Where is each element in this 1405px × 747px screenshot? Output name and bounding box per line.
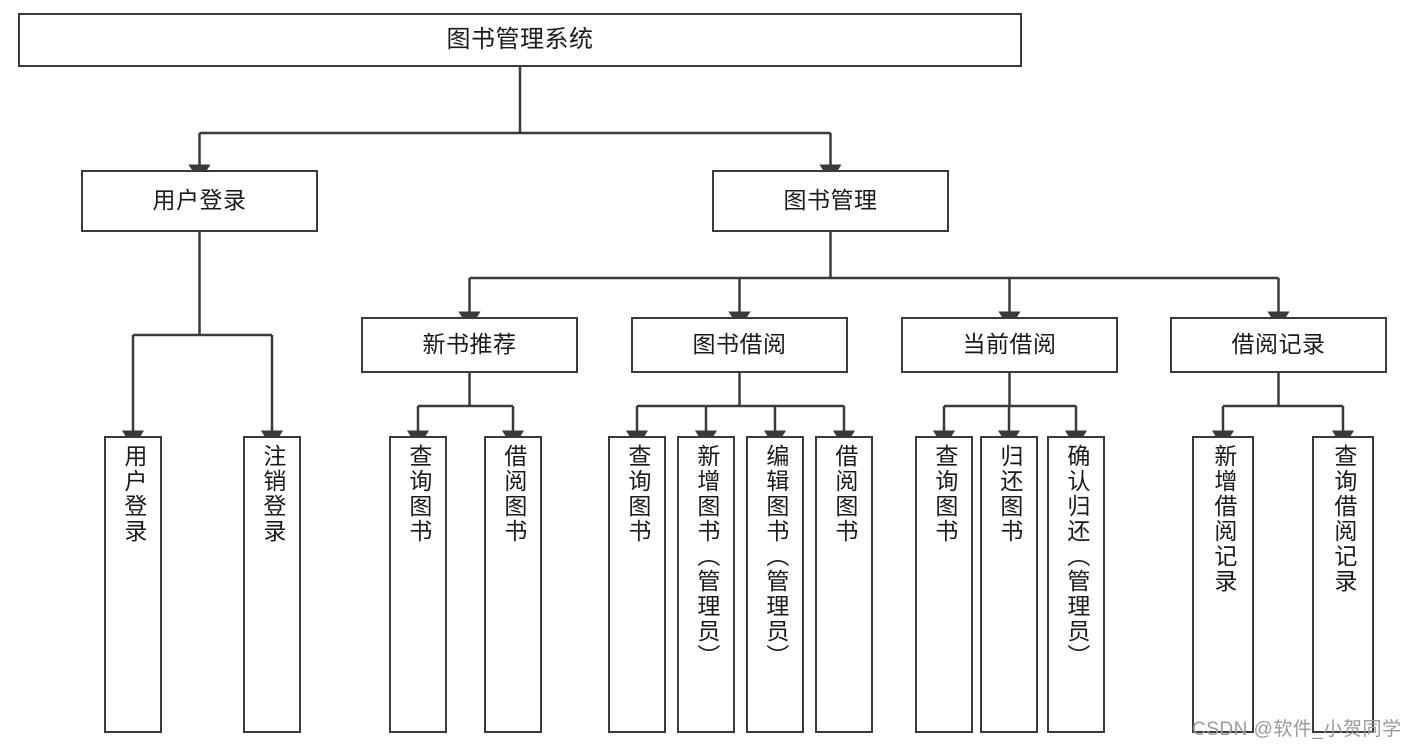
node-root[interactable]: 图书管理系统 bbox=[18, 13, 1022, 67]
node-leaf-confirm-return[interactable]: 确认归还（管理员） bbox=[1047, 436, 1105, 733]
node-label: 图书管理系统 bbox=[446, 25, 594, 53]
node-leaf-add-book[interactable]: 新增图书（管理员） bbox=[677, 436, 735, 733]
node-leaf-borrow-book-2[interactable]: 借阅图书 bbox=[815, 436, 873, 733]
node-label: 编辑图书（管理员） bbox=[762, 444, 789, 669]
node-new-book-recommend[interactable]: 新书推荐 bbox=[361, 317, 578, 373]
node-leaf-query-book-2[interactable]: 查询图书 bbox=[608, 436, 666, 733]
node-leaf-query-record[interactable]: 查询借阅记录 bbox=[1312, 436, 1374, 733]
csdn-watermark: CSDN @软件_小贺同学 bbox=[1192, 719, 1402, 740]
node-borrow-record[interactable]: 借阅记录 bbox=[1170, 317, 1387, 373]
node-label: 查询图书 bbox=[624, 444, 651, 544]
node-label: 当前借阅 bbox=[962, 331, 1057, 358]
node-leaf-edit-book[interactable]: 编辑图书（管理员） bbox=[746, 436, 804, 733]
node-label: 查询图书 bbox=[931, 444, 958, 544]
node-label: 图书管理 bbox=[783, 187, 878, 214]
node-label: 新书推荐 bbox=[422, 331, 517, 358]
node-label: 用户登录 bbox=[152, 187, 247, 214]
node-label: 图书借阅 bbox=[692, 331, 787, 358]
node-label: 用户登录 bbox=[120, 444, 147, 544]
node-leaf-add-record[interactable]: 新增借阅记录 bbox=[1192, 436, 1254, 733]
node-leaf-query-book-3[interactable]: 查询图书 bbox=[915, 436, 973, 733]
node-leaf-logout[interactable]: 注销登录 bbox=[243, 436, 301, 733]
node-label: 查询借阅记录 bbox=[1330, 444, 1357, 594]
node-current-borrow[interactable]: 当前借阅 bbox=[901, 317, 1118, 373]
node-label: 查询图书 bbox=[405, 444, 432, 544]
node-label: 借阅图书 bbox=[500, 444, 527, 544]
node-leaf-query-book-1[interactable]: 查询图书 bbox=[389, 436, 447, 733]
node-label: 借阅记录 bbox=[1231, 331, 1326, 358]
node-leaf-return-book[interactable]: 归还图书 bbox=[980, 436, 1038, 733]
node-label: 新增图书（管理员） bbox=[693, 444, 720, 669]
node-leaf-borrow-book-1[interactable]: 借阅图书 bbox=[484, 436, 542, 733]
node-label: 确认归还（管理员） bbox=[1063, 444, 1090, 669]
node-label: 新增借阅记录 bbox=[1210, 444, 1237, 594]
node-label: 注销登录 bbox=[259, 444, 286, 544]
node-leaf-user-login[interactable]: 用户登录 bbox=[104, 436, 162, 733]
node-book-manage[interactable]: 图书管理 bbox=[712, 170, 949, 232]
node-book-borrow[interactable]: 图书借阅 bbox=[631, 317, 848, 373]
node-label: 归还图书 bbox=[996, 444, 1023, 544]
node-label: 借阅图书 bbox=[831, 444, 858, 544]
node-user-login[interactable]: 用户登录 bbox=[81, 170, 318, 232]
